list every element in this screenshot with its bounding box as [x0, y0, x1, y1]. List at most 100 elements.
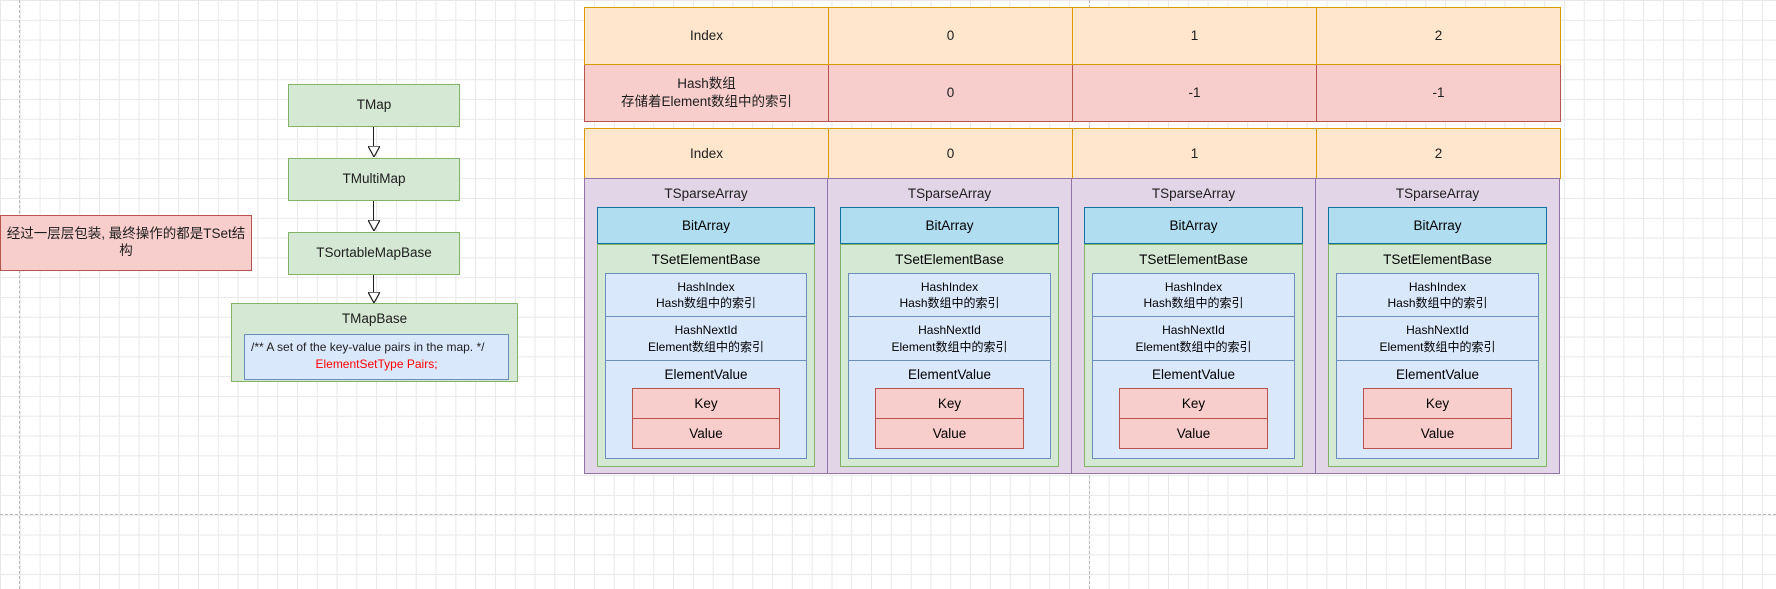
node-tmapbase-label: TMapBase	[341, 311, 408, 326]
tset-element-base-label: TSetElementBase	[895, 252, 1004, 267]
page-guide-horizontal	[0, 514, 1776, 515]
note-text: 经过一层层包装, 最终操作的都是TSet结构	[6, 226, 246, 258]
value-box[interactable]: Value	[875, 418, 1024, 449]
bit-array-label: BitArray	[1413, 218, 1462, 233]
hash-next-id-field-desc: Element数组中的索引	[1135, 339, 1252, 354]
value-box[interactable]: Value	[1363, 418, 1512, 449]
hash-value-0: 0	[828, 64, 1073, 122]
node-tmapbase[interactable]: TMapBase /** A set of the key-value pair…	[231, 303, 518, 382]
sparse-array-title: TSparseArray	[1151, 186, 1236, 201]
hash-array-table: Index 0 1 2 Hash数组 存储着Element数组中的索引 0 -1…	[584, 7, 1561, 122]
sparse-index-0: 0	[828, 128, 1073, 179]
tset-element-base-label: TSetElementBase	[1139, 252, 1248, 267]
node-tmultimap-label: TMultiMap	[342, 171, 406, 187]
hash-index-field-desc: Hash数组中的索引	[1387, 296, 1488, 311]
sparse-array-column[interactable]: TSparseArray BitArray TSetElementBase Ha…	[1316, 178, 1560, 474]
hash-array-label: Hash数组 存储着Element数组中的索引	[584, 64, 829, 122]
hash-next-id-field-name: HashNextId	[1406, 323, 1469, 338]
arrowhead-1-icon	[368, 146, 380, 157]
hash-index-0: 0	[828, 7, 1073, 65]
note-box[interactable]: 经过一层层包装, 最终操作的都是TSet结构	[0, 215, 252, 271]
hash-next-id-field-name: HashNextId	[1162, 323, 1225, 338]
hash-index-field-name: HashIndex	[920, 280, 979, 294]
key-box[interactable]: Key	[1363, 387, 1512, 419]
sparse-index-header: Index	[584, 128, 829, 179]
table-row-hash-values: Hash数组 存储着Element数组中的索引 0 -1 -1	[584, 64, 1561, 122]
hash-index-field-name: HashIndex	[1164, 280, 1223, 294]
sparse-array-column[interactable]: TSparseArray BitArray TSetElementBase Ha…	[828, 178, 1072, 474]
hash-next-id-field-name: HashNextId	[674, 323, 738, 338]
node-tsortablemapbase-label: TSortableMapBase	[316, 245, 432, 261]
bit-array-box[interactable]: BitArray	[840, 207, 1059, 244]
hash-index-field[interactable]: HashIndex Hash数组中的索引	[848, 273, 1051, 318]
table-row-index: Index 0 1 2	[584, 7, 1561, 65]
hash-value-2: -1	[1316, 64, 1561, 122]
tset-element-base-box[interactable]: TSetElementBase HashIndex Hash数组中的索引 Has…	[597, 244, 815, 467]
node-tmap[interactable]: TMap	[288, 84, 460, 127]
table-row-sparse-index: Index 0 1 2	[584, 128, 1561, 179]
node-tmultimap[interactable]: TMultiMap	[288, 158, 460, 201]
tset-element-base-box[interactable]: TSetElementBase HashIndex Hash数组中的索引 Has…	[1328, 244, 1547, 467]
hash-index-field-desc: Hash数组中的索引	[655, 296, 756, 311]
sparse-array-title: TSparseArray	[664, 186, 748, 201]
hash-index-field[interactable]: HashIndex Hash数组中的索引	[1092, 273, 1295, 318]
hash-next-id-field[interactable]: HashNextId Element数组中的索引	[605, 317, 807, 361]
hash-next-id-field[interactable]: HashNextId Element数组中的索引	[1336, 317, 1539, 361]
tmapbase-code-box: /** A set of the key-value pairs in the …	[244, 333, 509, 380]
arrow-tsortable-to-tmapbase	[373, 275, 374, 294]
arrowhead-2-icon	[368, 220, 380, 231]
key-box[interactable]: Key	[1119, 387, 1268, 419]
key-box[interactable]: Key	[632, 387, 780, 419]
hash-array-label-line2: 存储着Element数组中的索引	[620, 94, 793, 109]
hash-index-field-desc: Hash数组中的索引	[899, 296, 1000, 311]
tset-element-base-label: TSetElementBase	[1383, 252, 1492, 267]
element-value-box[interactable]: ElementValue Key Value	[848, 360, 1051, 459]
bit-array-box[interactable]: BitArray	[1328, 207, 1547, 244]
node-tsortablemapbase[interactable]: TSortableMapBase	[288, 232, 460, 275]
sparse-array-title: TSparseArray	[907, 186, 992, 201]
hash-next-id-field-desc: Element数组中的索引	[1379, 339, 1496, 354]
arrowhead-3-icon	[368, 292, 380, 303]
tset-element-base-box[interactable]: TSetElementBase HashIndex Hash数组中的索引 Has…	[1084, 244, 1303, 467]
element-value-box[interactable]: ElementValue Key Value	[1092, 360, 1295, 459]
element-value-label: ElementValue	[907, 366, 992, 382]
sparse-array-row: TSparseArray BitArray TSetElementBase Ha…	[584, 178, 1560, 474]
hash-next-id-field[interactable]: HashNextId Element数组中的索引	[848, 317, 1051, 361]
hash-next-id-field-desc: Element数组中的索引	[647, 339, 765, 354]
hash-index-field-desc: Hash数组中的索引	[1143, 296, 1244, 311]
bit-array-box[interactable]: BitArray	[597, 207, 815, 244]
hash-next-id-field[interactable]: HashNextId Element数组中的索引	[1092, 317, 1295, 361]
hash-value-1: -1	[1072, 64, 1317, 122]
arrow-tmap-to-tmultimap	[373, 127, 374, 148]
sparse-array-column[interactable]: TSparseArray BitArray TSetElementBase Ha…	[1072, 178, 1316, 474]
sparse-index-1: 1	[1072, 128, 1317, 179]
hash-index-field-name: HashIndex	[677, 280, 735, 294]
sparse-array-title: TSparseArray	[1395, 186, 1480, 201]
bit-array-box[interactable]: BitArray	[1084, 207, 1303, 244]
hash-next-id-field-desc: Element数组中的索引	[891, 339, 1008, 354]
value-box[interactable]: Value	[1119, 418, 1268, 449]
hash-index-field[interactable]: HashIndex Hash数组中的索引	[1336, 273, 1539, 318]
hash-index-field-name: HashIndex	[1408, 280, 1467, 294]
key-box[interactable]: Key	[875, 387, 1024, 419]
bit-array-label: BitArray	[681, 218, 730, 233]
code-declaration: ElementSetType Pairs;	[315, 357, 438, 372]
tset-element-base-label: TSetElementBase	[651, 252, 761, 267]
element-value-box[interactable]: ElementValue Key Value	[605, 360, 807, 459]
code-comment: /** A set of the key-value pairs in the …	[251, 339, 485, 354]
tset-element-base-box[interactable]: TSetElementBase HashIndex Hash数组中的索引 Has…	[840, 244, 1059, 467]
bit-array-label: BitArray	[925, 218, 974, 233]
node-tmap-label: TMap	[356, 97, 392, 113]
hash-next-id-field-name: HashNextId	[918, 323, 981, 338]
element-value-label: ElementValue	[664, 366, 748, 382]
sparse-array-index-table: Index 0 1 2	[584, 128, 1561, 179]
hash-index-field[interactable]: HashIndex Hash数组中的索引	[605, 273, 807, 318]
element-value-box[interactable]: ElementValue Key Value	[1336, 360, 1539, 459]
page-guide-vertical-left	[19, 0, 20, 589]
sparse-index-2: 2	[1316, 128, 1561, 179]
hash-index-1: 1	[1072, 7, 1317, 65]
arrow-tmultimap-to-tsortable	[373, 201, 374, 222]
value-box[interactable]: Value	[632, 418, 780, 449]
sparse-array-column[interactable]: TSparseArray BitArray TSetElementBase Ha…	[584, 178, 828, 474]
